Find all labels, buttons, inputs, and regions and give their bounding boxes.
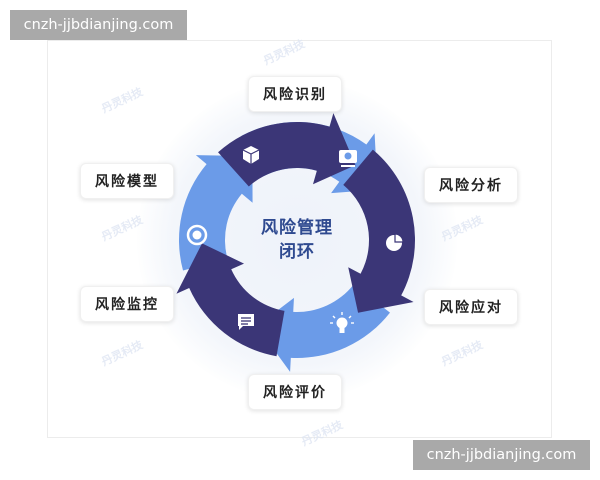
cube-icon — [242, 146, 260, 164]
center-title-line2: 闭环 — [279, 242, 315, 262]
stage-label-evaluate: 风险评价 — [248, 374, 342, 410]
stage-label-monitor: 风险监控 — [80, 286, 174, 322]
watermark-top: cnzh-jjbdianjing.com — [10, 10, 187, 40]
center-title-line1: 风险管理 — [261, 218, 333, 238]
eye-icon — [186, 224, 208, 246]
cycle-arrow-evaluate — [176, 243, 285, 357]
chat-icon — [238, 314, 254, 330]
stage-label-identify: 风险识别 — [248, 76, 342, 112]
stage-label-respond: 风险应对 — [424, 289, 518, 325]
stage-label-model: 风险模型 — [80, 163, 174, 199]
lightbulb-icon — [330, 312, 354, 333]
watermark-bottom: cnzh-jjbdianjing.com — [413, 440, 590, 470]
pie-chart-icon — [386, 233, 404, 251]
monitor-icon — [339, 150, 357, 167]
center-title: 风险管理 闭环 — [237, 216, 357, 264]
cycle-arrow-monitor — [178, 155, 253, 271]
cycle-arrow-analyze — [343, 149, 415, 313]
cycle-arrow-model — [218, 113, 356, 187]
stage-label-analyze: 风险分析 — [424, 167, 518, 203]
